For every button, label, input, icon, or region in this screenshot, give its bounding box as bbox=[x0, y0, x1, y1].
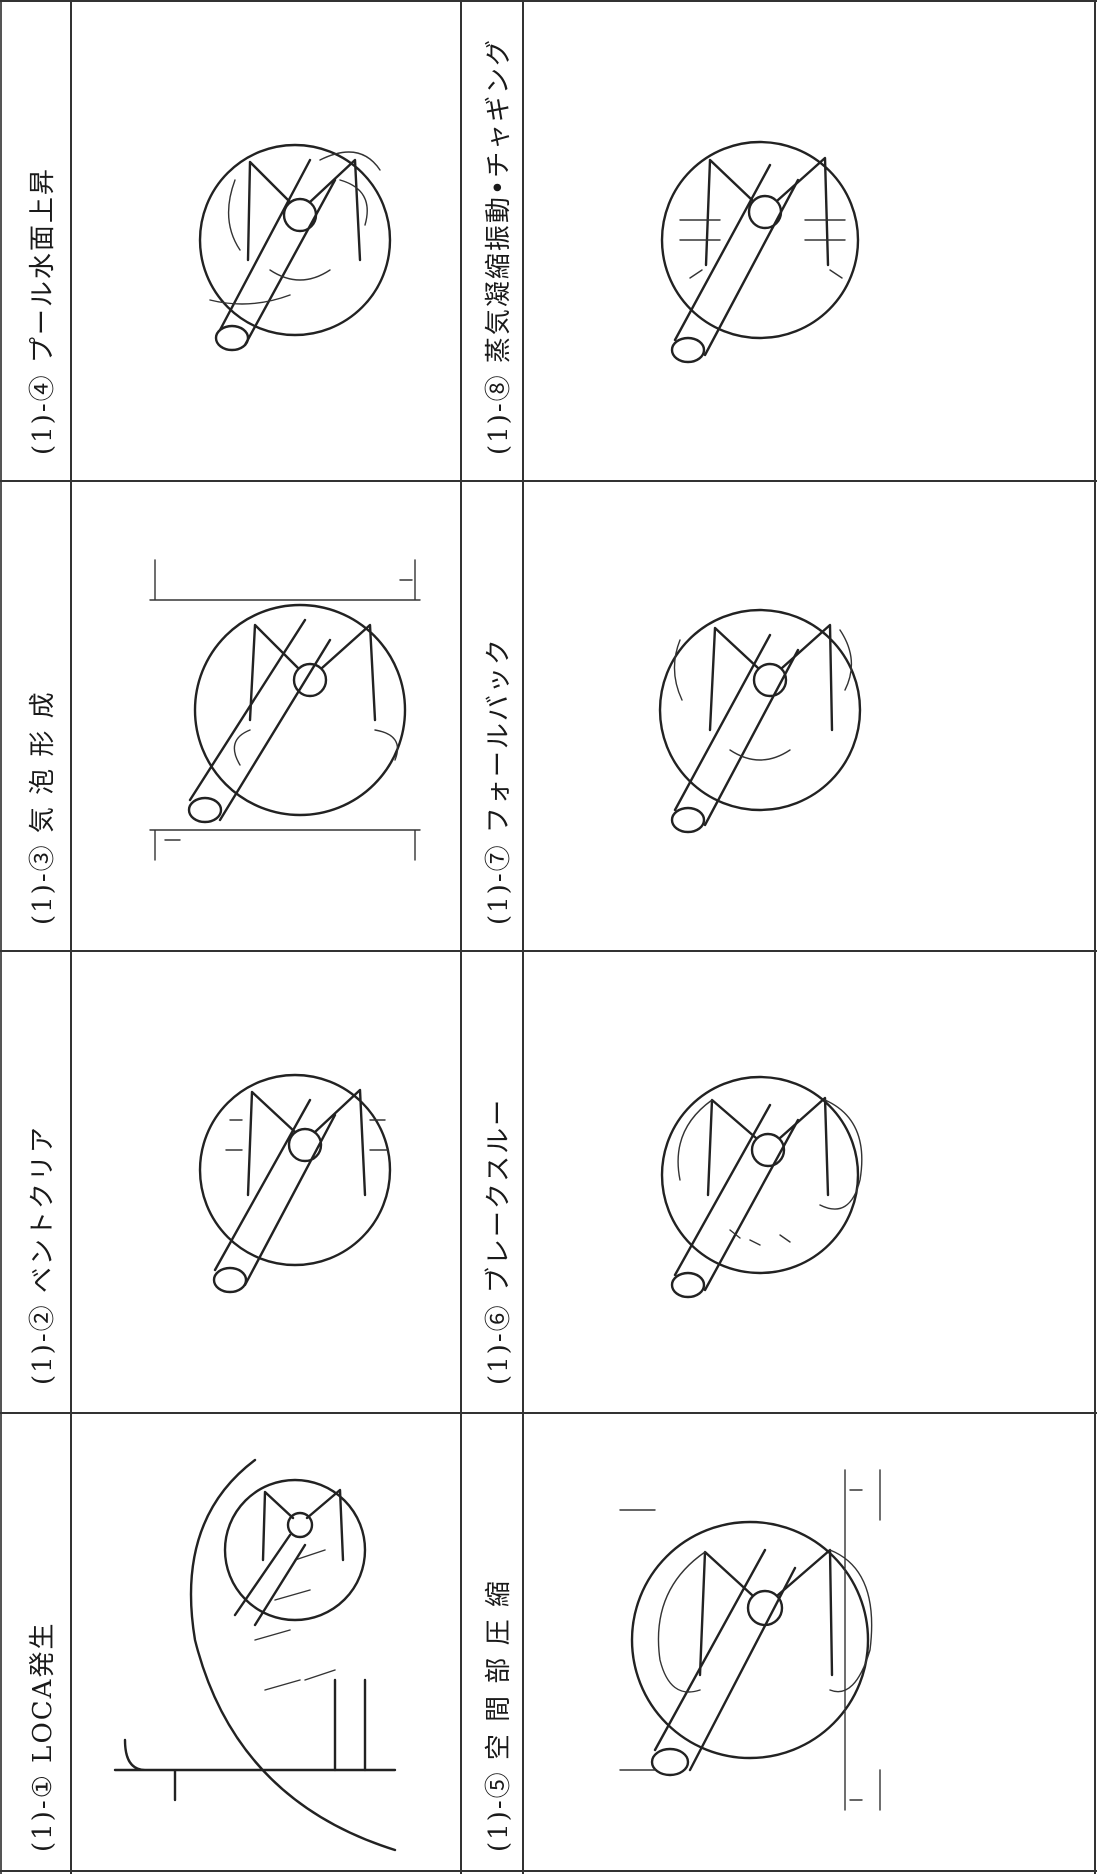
panel-label-1-7: (1)-⑦ フォールバック bbox=[478, 637, 515, 925]
row-sep-2 bbox=[0, 480, 1097, 482]
panel-label-1-2: (1)-② ベントクリア bbox=[22, 1125, 59, 1385]
panel-label-1-8: (1)-⑧ 蒸気凝縮振動•チャギング bbox=[478, 38, 515, 455]
row-sep-4 bbox=[0, 1412, 1097, 1414]
drawing-1-6 bbox=[620, 1030, 900, 1330]
panel-label-1-6: (1)-⑥ ブレークスルー bbox=[478, 1098, 515, 1385]
row-sep-3 bbox=[0, 950, 1097, 952]
panel-label-1-5: (1)-⑤ 空 間 部 圧 縮 bbox=[478, 1579, 515, 1852]
panel-label-1-3: (1)-③ 気 泡 形 成 bbox=[22, 690, 59, 925]
panel-label-1-1: (1)-① LOCA発生 bbox=[22, 1622, 59, 1852]
drawing-1-4 bbox=[160, 100, 420, 400]
drawing-1-8 bbox=[620, 100, 900, 400]
drawing-1-1 bbox=[95, 1440, 455, 1860]
drawing-1-2 bbox=[160, 1030, 420, 1330]
table-outer-left bbox=[0, 0, 2, 1874]
col-sep-2 bbox=[460, 0, 462, 1874]
table-right-edge bbox=[1094, 0, 1096, 1874]
drawing-1-5 bbox=[600, 1450, 920, 1830]
col-sep-1 bbox=[70, 0, 72, 1874]
col-sep-3 bbox=[522, 0, 524, 1874]
row-sep-5 bbox=[0, 1870, 1097, 1872]
drawing-1-3 bbox=[130, 540, 430, 870]
panel-label-1-4: (1)-④ プール水面上昇 bbox=[22, 167, 59, 455]
drawing-1-7 bbox=[620, 560, 900, 860]
row-sep-1 bbox=[0, 0, 1097, 2]
